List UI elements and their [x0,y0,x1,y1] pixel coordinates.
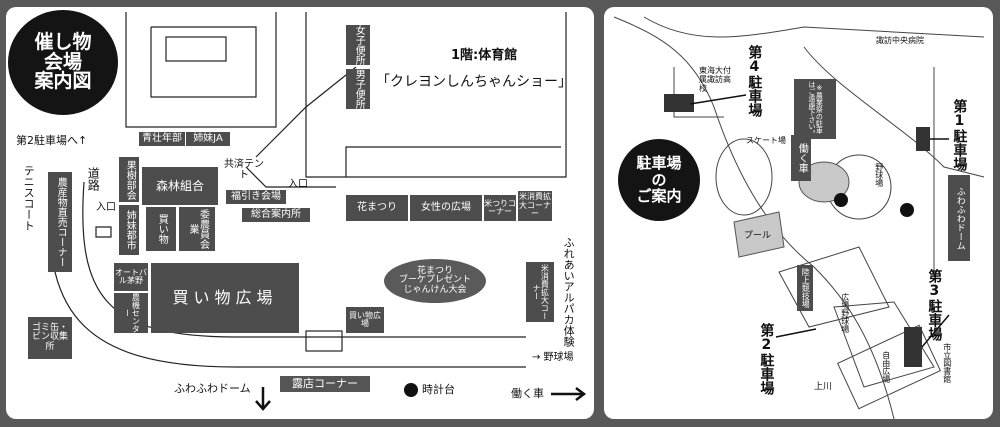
hana-matsuri-booth: 花まつり [346,195,408,221]
parking-title-line2: の [651,170,667,189]
library-label: 市立図書館 [942,343,952,383]
bouquet-event: 花まつり ブーケプレゼント じゃんけん大会 [384,259,486,303]
road-label: 道路 [86,167,101,191]
gym-floor-label: 1階:体育館 [451,48,518,63]
stall-corner: 露店コーナー [280,376,370,392]
venue-title-line3: 案内図 [34,70,92,93]
orchard-club-booth: 果樹部会 [119,157,139,202]
bouquet-line1: 花まつり [416,265,453,276]
parking2-direction-label: 第2駐車場へ↑ [16,134,88,147]
venue-title-line1: 催し物 [34,30,92,53]
youth-dept-booth: 青壮年部 [139,132,185,146]
gym-show-label: 「クレヨンしんちゃんショー」 [376,74,572,90]
fuwafuwa-dome-direction: ふわふわドーム [174,382,251,395]
baseball-direction: → 野球場 [532,352,574,363]
athletics-field: 陸上競技場 [797,265,813,311]
forest-union-booth: 森林組合 [142,167,218,205]
parking-3-label: 第3駐車場 [926,269,943,341]
bouquet-line3: じゃんけん大会 [403,284,467,295]
river-label: 上川 [814,382,833,392]
parking-title-line1: 駐車場 [636,154,682,173]
sister-ja-booth: 姉妹JA [186,132,230,146]
agri-center-booth: 農機センター [114,293,148,333]
mutual-aid-tent: 共済テント [224,159,264,181]
plaza-baseball-label: 広場野球場 [840,293,850,333]
direct-sales-corner: 農産物直売コーナー [48,172,72,272]
autobar-booth: オートバル茅野 [114,263,148,291]
left-entrance-label: 入口 [96,202,116,213]
venue-map-title-badge: 催し物 会場 案内図 [8,10,118,115]
event-venue-map: 催し物 会場 案内図 第2駐車場へ↑ テニスコート 農産物直売コーナー 道路 入… [6,7,594,419]
free-plaza-label: 自由広場 [881,351,891,383]
parking-title-badge: 駐車場 の ご案内 [618,139,700,221]
fuwafuwa-dome-area: ふわふわドーム [948,175,970,261]
sister-city-booth: 姉妹都市 [119,205,139,255]
skate-rink-label: スケート場 [746,136,786,145]
hospital-label: 諏訪中央病院 [876,36,924,45]
parking-4-label: 第4駐車場 [746,45,763,117]
working-car-direction: 働く車 [511,387,544,400]
womens-plaza-booth: 女性の広場 [410,195,482,221]
rice-expand-corner-2: 米消費拡大コーナー [526,262,554,322]
venue-road-lines [48,12,587,411]
trash-collection: ゴミ缶・ビン収集所 [28,317,72,359]
rice-expand-booth: 米消費拡大コーナー [518,191,552,221]
bouquet-line2: ブーケプレゼント [398,275,471,286]
center-entrance-label: 入口 [288,179,308,190]
shopping-plaza: 買い物広場 [151,263,299,333]
parking-notice: ※農業祭の駐車はご遠慮下さい。 [796,81,834,137]
pool-label: プール [744,231,772,241]
rice-corner-booth: 米つりコーナー [484,195,516,221]
parking-guide-map: 駐車場 の ご案内 東海大付属諏訪高校 諏訪中央病院 第4駐車場 ※農業祭の駐車… [604,7,993,419]
lottery-venue: 福引き会場 [226,190,286,204]
baseball-field-label: 野球場 [874,163,884,187]
parking-2-label: 第2駐車場 [758,323,775,395]
working-car-area: 働く車 [791,135,811,181]
info-center: 総合案内所 [242,208,310,222]
shopping-plaza-small: 買い物広場 [346,307,384,333]
parking-1-label: 第1駐車場 [951,99,968,171]
mens-restroom: 男子便所 [346,69,370,109]
womens-restroom: 女子便所 [346,25,370,65]
alpaca-experience: ふれあいアルパカ体験 [562,237,576,347]
school-label: 東海大付属諏訪高校 [699,66,731,93]
shopping-small-booth: 買い物 [146,207,176,251]
parking-title-line3: ご案内 [636,187,682,206]
women-club-booth: 委農員会業 [179,207,215,251]
clock-tower-label: 時計台 [422,383,455,396]
venue-title-line2: 会場 [43,50,82,73]
tennis-court-label: テニスコート [22,165,36,231]
